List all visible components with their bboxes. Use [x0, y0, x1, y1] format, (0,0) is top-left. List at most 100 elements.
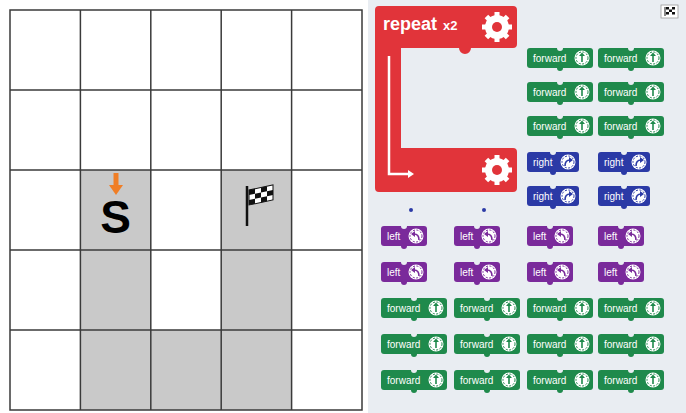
- card-icon: [409, 229, 424, 244]
- card-icon: [575, 301, 590, 316]
- command-label: left: [454, 227, 473, 247]
- text-holder: forward: [598, 334, 664, 355]
- command-label: left: [598, 227, 617, 247]
- card-notch: [618, 223, 624, 229]
- card-icon: [482, 229, 497, 244]
- card-icon: [575, 373, 590, 388]
- card-notch: [628, 295, 634, 301]
- card-notch: [547, 259, 553, 265]
- card-notch: [628, 367, 634, 373]
- card-tab: [621, 203, 627, 209]
- card-icon: [646, 51, 661, 66]
- card-tab: [547, 279, 553, 285]
- card-icon: [409, 265, 424, 280]
- puzzle-dots: [409, 208, 486, 212]
- card-notch: [628, 79, 634, 85]
- card-notch: [411, 295, 417, 301]
- text-holder: right: [527, 152, 579, 173]
- text-holder: left: [454, 226, 500, 247]
- card-tab: [557, 65, 563, 71]
- command-card: forward: [527, 48, 593, 68]
- text-holder: forward: [527, 298, 593, 319]
- card-tab: [557, 387, 563, 393]
- command-card: left: [454, 226, 500, 246]
- command-card: forward: [598, 48, 664, 68]
- command-label: forward: [381, 299, 420, 319]
- repeat-label: repeat: [383, 15, 437, 35]
- text-holder: forward: [381, 298, 447, 319]
- loop-head: [408, 170, 414, 178]
- card-tab: [628, 315, 634, 321]
- command-label: forward: [527, 335, 566, 355]
- card-tab: [618, 243, 624, 249]
- card-icon: [429, 301, 444, 316]
- text-holder: forward: [381, 370, 447, 391]
- card-icon: [502, 373, 517, 388]
- card-notch: [618, 259, 624, 265]
- command-card: forward: [527, 116, 593, 136]
- text-holder: S: [80, 170, 150, 240]
- text-holder: right: [598, 152, 650, 173]
- card-tab: [628, 351, 634, 357]
- command-card: left: [527, 226, 573, 246]
- command-card: right: [598, 152, 650, 172]
- card-icon: [646, 119, 661, 134]
- card-icon: [646, 337, 661, 352]
- command-label: forward: [598, 117, 637, 137]
- card-icon: [561, 189, 576, 204]
- card-tab: [628, 133, 634, 139]
- text-holder: left: [381, 262, 427, 283]
- text-holder: forward: [454, 334, 520, 355]
- card-tab: [550, 203, 556, 209]
- card-tab: [411, 387, 417, 393]
- card-icon: [575, 51, 590, 66]
- command-label: left: [527, 263, 546, 283]
- text-holder: left: [381, 226, 427, 247]
- card-icon: [482, 265, 497, 280]
- card-icon: [502, 337, 517, 352]
- card-notch: [557, 113, 563, 119]
- start-cell: S: [80, 170, 150, 250]
- command-card: right: [527, 186, 579, 206]
- card-icon: [626, 265, 641, 280]
- card-notch: [621, 149, 627, 155]
- card-notch: [401, 223, 407, 229]
- card-notch: [557, 367, 563, 373]
- card-tab: [547, 243, 553, 249]
- card-notch: [401, 259, 407, 265]
- text-holder: forward: [598, 48, 664, 69]
- command-card: forward: [527, 298, 593, 318]
- card-notch: [550, 149, 556, 155]
- text-holder: forward: [598, 370, 664, 391]
- card-icon: [502, 301, 517, 316]
- card-tab: [628, 99, 634, 105]
- command-label: forward: [527, 49, 566, 69]
- command-card: right: [527, 152, 579, 172]
- card-tab: [484, 387, 490, 393]
- command-label: forward: [454, 335, 493, 355]
- card-tab: [550, 169, 556, 175]
- command-label: forward: [527, 83, 566, 103]
- command-label: right: [598, 187, 623, 207]
- command-card: forward: [381, 370, 447, 390]
- card-tab: [618, 279, 624, 285]
- card-notch: [628, 113, 634, 119]
- card-icon: [429, 373, 444, 388]
- text-holder: forward: [527, 370, 593, 391]
- command-card: forward: [598, 298, 664, 318]
- command-label: forward: [527, 299, 566, 319]
- command-card: left: [381, 226, 427, 246]
- card-notch: [557, 79, 563, 85]
- text-holder: forward: [381, 334, 447, 355]
- text-holder: forward: [598, 298, 664, 319]
- card-notch: [484, 295, 490, 301]
- command-card: left: [598, 262, 644, 282]
- card-tab: [557, 99, 563, 105]
- text-holder: left: [527, 262, 573, 283]
- card-tab: [474, 243, 480, 249]
- command-label: forward: [454, 299, 493, 319]
- command-card: forward: [454, 334, 520, 354]
- corner-flag-icon: [661, 5, 678, 18]
- command-card: forward: [381, 334, 447, 354]
- card-notch: [474, 259, 480, 265]
